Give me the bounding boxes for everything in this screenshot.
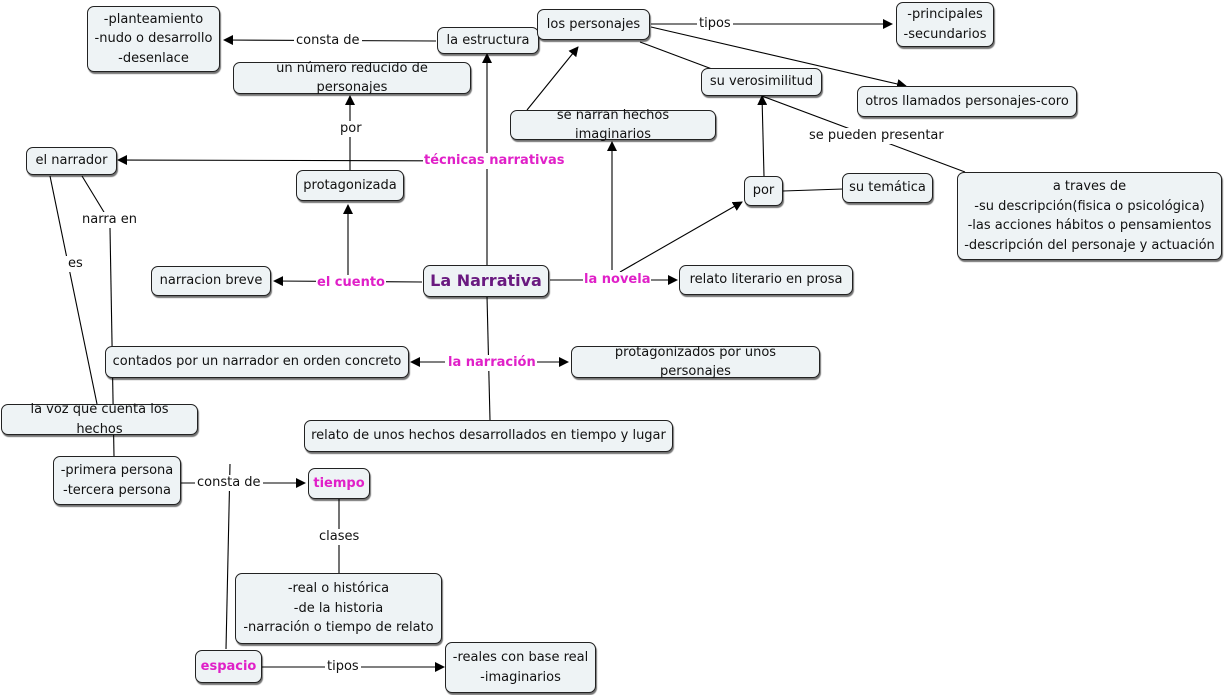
narrador-node: el narrador xyxy=(26,147,117,175)
relato-prosa-node: relato literario en prosa xyxy=(679,265,853,295)
contados-node: contados por un narrador en orden concre… xyxy=(105,346,409,378)
tipos-2-label: tipos xyxy=(325,659,361,675)
por-label: por xyxy=(338,121,364,137)
voz-node: la voz que cuenta los hechos xyxy=(1,402,198,437)
por-node: por xyxy=(744,176,783,206)
tiempo-node: tiempo xyxy=(308,468,370,499)
consta-de-label: consta de xyxy=(294,33,362,49)
la-narracion-label: la narración xyxy=(447,355,537,371)
relato-hechos-node: relato de unos hechos desarrollados en t… xyxy=(304,420,673,452)
personas-node: -primera persona -tercera persona xyxy=(53,456,181,505)
el-cuento-label: el cuento xyxy=(316,275,386,291)
protagonizada-node: protagonizada xyxy=(296,170,404,201)
central-topic: La Narrativa xyxy=(423,265,549,297)
tipos-label: tipos xyxy=(697,16,733,32)
clases-tiempo-node: -real o histórica -de la historia -narra… xyxy=(235,573,442,644)
personajes-node: los personajes xyxy=(537,9,650,40)
la-novela-label: la novela xyxy=(583,272,652,288)
protagonizados-node: protagonizados por unos personajes xyxy=(571,345,820,379)
es-label: es xyxy=(66,256,85,272)
narracion-breve-node: narracion breve xyxy=(151,266,271,296)
tematica-node: su temática xyxy=(842,173,933,203)
estructura-node: la estructura xyxy=(437,27,539,54)
numero-reducido-node: un número reducido de personajes xyxy=(233,61,471,95)
se-pueden-presentar-label: se pueden presentar xyxy=(807,128,946,144)
narra-en-label: narra en xyxy=(80,212,140,228)
coro-node: otros llamados personajes-coro xyxy=(857,86,1077,117)
verosimilitud-node: su verosimilitud xyxy=(701,68,822,96)
a-traves-node: a traves de -su descripción(fisica o psi… xyxy=(957,172,1222,260)
tecnicas-narrativas-label: técnicas narrativas xyxy=(423,153,566,169)
hechos-imaginarios-node: se narran hechos imaginarios xyxy=(510,108,716,142)
consta-de-2-label: consta de xyxy=(195,475,263,491)
tipos-espacio-node: -reales con base real -imaginarios xyxy=(445,642,596,693)
espacio-node: espacio xyxy=(195,650,262,683)
clases-label: clases xyxy=(317,529,362,545)
tipos-personajes-node: -principales -secundarios xyxy=(896,2,994,47)
partes-node: -planteamiento -nudo o desarrollo -desen… xyxy=(87,6,220,72)
